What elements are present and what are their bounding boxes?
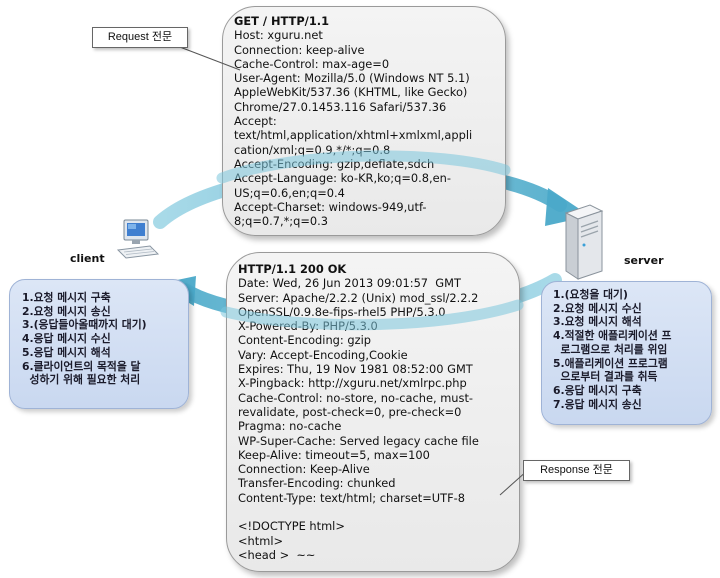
request-line: User-Agent: Mozilla/5.0 (Windows NT 5.1) (234, 71, 470, 86)
client-step-line: 2.요청 메시지 송신 (22, 304, 111, 318)
response-line: Keep-Alive: timeout=5, max=100 (238, 447, 430, 462)
response-line: <head > ~~ (238, 547, 316, 562)
request-line: Accept-Language: ko-KR,ko;q=0.8,en- (234, 171, 451, 186)
request-line: Accept-Charset: windows-949,utf- (234, 199, 427, 214)
server-step-line: 7.응답 메시지 송신 (553, 397, 642, 411)
response-line: Expires: Thu, 19 Nov 1981 08:52:00 GMT (238, 362, 473, 377)
request-line: AppleWebKit/537.36 (KHTML, like Gecko) (234, 85, 468, 100)
request-line: text/html,application/xhtml+xmlxml,appli (234, 128, 473, 143)
request-line: US;q=0.6,en;q=0.4 (234, 185, 345, 200)
client-step-line: 성하기 위해 필요한 처리 (22, 373, 141, 387)
response-line: HTTP/1.1 200 OK (238, 262, 347, 276)
response-line: Content-Type: text/html; charset=UTF-8 (238, 490, 466, 505)
server-label: server (624, 254, 664, 267)
response-line: Content-Encoding: gzip (238, 333, 371, 348)
server-step-line: 5.애플리케이션 프로그램 (553, 356, 668, 370)
response-line: Pragma: no-cache (238, 419, 342, 434)
response-callout: Response 전문 (523, 460, 630, 481)
client-step-line: 3.(응답들아올때까지 대기) (22, 318, 147, 332)
client-steps-box (9, 279, 189, 409)
request-line: Connection: keep-alive (234, 42, 365, 57)
server-step-line: 3.요청 메시지 해석 (553, 315, 642, 329)
request-line: GET / HTTP/1.1 (234, 14, 330, 28)
response-line: Vary: Accept-Encoding,Cookie (238, 347, 408, 362)
server-steps-box (541, 281, 712, 425)
client-step-line: 4.응답 메시지 수신 (22, 332, 111, 346)
response-line: Transfer-Encoding: chunked (238, 476, 396, 491)
response-line: Connection: Keep-Alive (238, 462, 370, 477)
response-line: WP-Super-Cache: Served legacy cache file (238, 433, 479, 448)
response-line: Cache-Control: no-store, no-cache, must- (238, 390, 474, 405)
response-line: Date: Wed, 26 Jun 2013 09:01:57 GMT (238, 276, 461, 291)
client-step-line: 1.요청 메시지 구축 (22, 291, 111, 304)
response-line: revalidate, post-check=0, pre-check=0 (238, 404, 462, 419)
response-callout-label: Response 전문 (540, 464, 613, 476)
client-label: client (70, 252, 105, 265)
response-line: Server: Apache/2.2.2 (Unix) mod_ssl/2.2.… (238, 290, 479, 305)
request-message-bubble (222, 6, 506, 236)
request-callout-label: Request 전문 (107, 31, 173, 43)
server-step-line: 로그램으로 처리를 위임 (553, 342, 668, 356)
response-message-bubble (226, 252, 520, 572)
server-step-line: 4.적절한 애플리케이션 프 (553, 329, 672, 343)
request-line: Accept: (234, 114, 277, 129)
request-line: Host: xguru.net (234, 28, 323, 43)
server-step-line: 1.(요청을 대기) (553, 288, 628, 301)
server-step-line: 으로부터 결과를 취득 (553, 370, 658, 384)
request-callout: Request 전문 (92, 27, 188, 48)
response-line: X-Pingback: http://xguru.net/xmlrpc.php (238, 376, 467, 391)
client-step-line: 5.응답 메시지 해석 (22, 345, 111, 359)
request-line: 8;q=0.7,*;q=0.3 (234, 214, 329, 229)
response-line: <!DOCTYPE html> (238, 519, 345, 534)
request-line: Chrome/27.0.1453.116 Safari/537.36 (234, 99, 447, 114)
server-step-line: 6.응답 메시지 구축 (553, 383, 642, 397)
server-step-line: 2.요청 메시지 수신 (553, 301, 642, 315)
client-step-line: 6.클라이언트의 목적을 달 (22, 359, 141, 373)
request-line: Cache-Control: max-age=0 (234, 56, 390, 71)
response-line: <html> (238, 533, 284, 548)
